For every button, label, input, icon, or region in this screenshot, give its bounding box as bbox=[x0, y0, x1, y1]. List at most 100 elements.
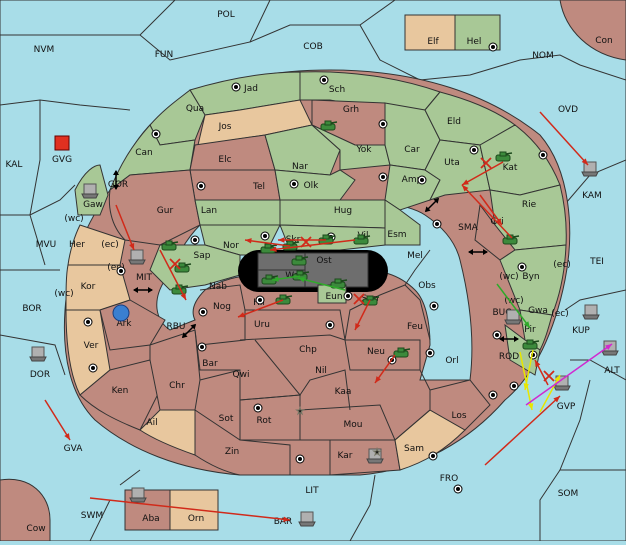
tank-icon[interactable] bbox=[261, 274, 279, 285]
label-wc4: (wc) bbox=[504, 296, 523, 306]
label-esm: Esm bbox=[387, 230, 406, 240]
tank-icon[interactable] bbox=[161, 240, 179, 251]
tank-icon[interactable] bbox=[275, 294, 293, 305]
label-bar: BAR bbox=[274, 517, 293, 527]
supply-center-dot bbox=[495, 333, 499, 337]
supply-center-dot bbox=[328, 323, 332, 327]
ship-icon[interactable] bbox=[366, 448, 384, 464]
ship-icon[interactable] bbox=[601, 340, 619, 356]
double-arrow-icon bbox=[181, 323, 197, 339]
ship-icon[interactable] bbox=[581, 161, 599, 177]
order-arrow bbox=[89, 497, 291, 521]
arrow-head bbox=[375, 376, 381, 383]
tank-icon[interactable] bbox=[320, 120, 338, 131]
failed-order-icon bbox=[543, 370, 555, 382]
label-chr: Chr bbox=[169, 381, 185, 391]
label-dor: DOR bbox=[30, 370, 50, 380]
ship-icon[interactable] bbox=[553, 375, 571, 391]
supply-center-dot bbox=[456, 487, 460, 491]
label-buc: BUC bbox=[492, 308, 511, 318]
label-qwi: Qwi bbox=[233, 370, 250, 380]
heart-icon[interactable] bbox=[54, 135, 70, 151]
label-chp: Chp bbox=[299, 345, 317, 355]
label-rbu: RBU bbox=[166, 322, 185, 332]
label-nar: Nar bbox=[292, 162, 308, 172]
tank-icon[interactable] bbox=[291, 255, 309, 266]
tank-icon[interactable] bbox=[502, 234, 520, 245]
supply-center-dot bbox=[491, 45, 495, 49]
fleet-icon[interactable] bbox=[112, 304, 130, 322]
supply-centers bbox=[83, 42, 548, 494]
supply-center-dot bbox=[119, 269, 123, 273]
tank-icon[interactable] bbox=[522, 339, 540, 350]
order-arrow bbox=[484, 395, 561, 466]
label-gvg: GVG bbox=[52, 155, 72, 165]
arrow-head bbox=[605, 344, 612, 350]
label-qua: Qua bbox=[186, 104, 204, 114]
order-arrow bbox=[244, 239, 291, 247]
ship-icon[interactable] bbox=[128, 249, 146, 265]
label-eld: Eld bbox=[447, 117, 461, 127]
arrow-head bbox=[245, 238, 252, 244]
label-ovd: OVD bbox=[558, 105, 578, 115]
supply-center-dot bbox=[491, 393, 495, 397]
tank-icon[interactable] bbox=[393, 347, 411, 358]
order-arrow bbox=[461, 161, 504, 186]
arrow-head bbox=[278, 237, 285, 243]
label-sch: Sch bbox=[329, 85, 345, 95]
ship-icon[interactable] bbox=[582, 304, 600, 320]
ship-icon[interactable] bbox=[129, 487, 147, 503]
label-amp: Amp bbox=[402, 175, 423, 185]
ship-icon[interactable] bbox=[504, 309, 522, 325]
arrow-head bbox=[462, 179, 469, 185]
tank-icon[interactable] bbox=[495, 151, 513, 162]
failed-order-icon bbox=[353, 293, 365, 305]
label-ail: Ail bbox=[146, 418, 157, 428]
supply-center-dot bbox=[193, 238, 197, 242]
supply-center-dot bbox=[428, 351, 432, 355]
label-gur: Gur bbox=[157, 206, 174, 216]
supply-center-dot bbox=[263, 234, 267, 238]
territory-hel bbox=[454, 14, 501, 51]
ship-icon[interactable] bbox=[298, 511, 316, 527]
arrow-head bbox=[129, 243, 135, 250]
label-nor: Nor bbox=[223, 241, 239, 251]
label-wc2: (wc) bbox=[54, 289, 73, 299]
supply-center-dot bbox=[258, 298, 262, 302]
ship-icon[interactable] bbox=[81, 183, 99, 199]
arrow-head bbox=[238, 312, 245, 318]
territory-hug bbox=[279, 199, 386, 229]
ship-icon[interactable] bbox=[29, 346, 47, 362]
supply-center-dot bbox=[520, 265, 524, 269]
label-kup: KUP bbox=[572, 326, 590, 336]
label-kar: Kar bbox=[338, 451, 353, 461]
label-eun: Eun bbox=[325, 292, 342, 302]
supply-center-dot bbox=[292, 182, 296, 186]
supply-center-dot bbox=[541, 153, 545, 157]
order-arrow bbox=[237, 299, 284, 318]
label-grh: Grh bbox=[343, 105, 359, 115]
territory-chr bbox=[149, 329, 201, 411]
arrow-head bbox=[270, 246, 277, 252]
supply-center-dot bbox=[86, 320, 90, 324]
arrow-head bbox=[495, 218, 502, 225]
label-pol: POL bbox=[217, 10, 235, 20]
label-ec1: (ec) bbox=[101, 240, 119, 250]
tank-icon[interactable] bbox=[353, 234, 371, 245]
arrow-head bbox=[180, 293, 186, 300]
order-arrow bbox=[519, 351, 533, 411]
star-icon: ★ bbox=[296, 407, 304, 417]
order-arrow bbox=[461, 184, 513, 239]
label-wc1: (wc) bbox=[64, 214, 83, 224]
order-arrow bbox=[539, 374, 561, 413]
label-fro: FRO bbox=[440, 474, 459, 484]
label-lit: LIT bbox=[305, 486, 319, 496]
label-neu: Neu bbox=[367, 347, 385, 357]
supply-center-dot bbox=[346, 294, 350, 298]
label-tei: TEI bbox=[589, 257, 604, 267]
arrow-head bbox=[553, 396, 560, 403]
label-nvm: NVM bbox=[34, 45, 55, 55]
territory-qua bbox=[149, 89, 206, 146]
